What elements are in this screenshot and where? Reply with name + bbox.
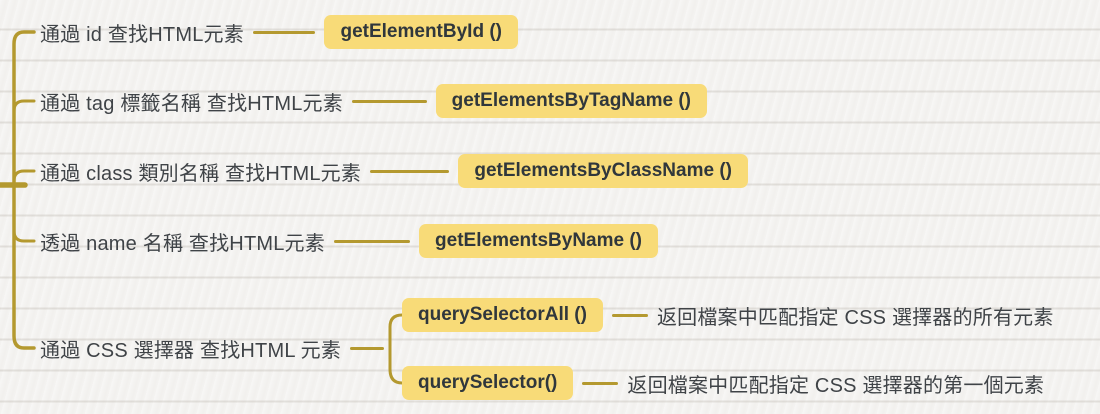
child-row-queryselector: querySelector() 返回檔案中匹配指定 CSS 選擇器的第一個元素 xyxy=(402,366,1044,400)
method-description: 返回檔案中匹配指定 CSS 選擇器的所有元素 xyxy=(656,306,1054,329)
child-row-queryselectorall: querySelectorAll () 返回檔案中匹配指定 CSS 選擇器的所有… xyxy=(402,298,1054,332)
method-node-getelementsbyclassname[interactable]: getElementsByClassName () xyxy=(458,154,748,188)
branch-row-name: 透過 name 名稱 查找HTML元素 getElementsByName () xyxy=(40,224,658,258)
method-description: 返回檔案中匹配指定 CSS 選擇器的第一個元素 xyxy=(627,374,1045,397)
branch-label-id[interactable]: 通過 id 查找HTML元素 xyxy=(40,23,244,46)
branch-label-tag[interactable]: 通過 tag 標籤名稱 查找HTML元素 xyxy=(40,92,343,115)
branch-connector-line xyxy=(351,99,427,103)
method-node-queryselector[interactable]: querySelector() xyxy=(402,366,574,400)
branch-label-css-selector[interactable]: 通過 CSS 選擇器 查找HTML 元素 xyxy=(40,339,342,362)
description-connector-line xyxy=(582,381,619,385)
css-children-bracket xyxy=(388,313,404,385)
branch-connector-line xyxy=(350,346,384,350)
branch-connector-line xyxy=(252,30,316,34)
method-node-getelementsbytagname[interactable]: getElementsByTagName () xyxy=(435,84,707,118)
branch-row-class: 通過 class 類別名稱 查找HTML元素 getElementsByClas… xyxy=(40,154,748,188)
branch-connector-line xyxy=(333,239,411,243)
description-connector-line xyxy=(611,313,648,317)
branch-elbow-tag xyxy=(12,99,36,113)
method-node-getelementbyid[interactable]: getElementById () xyxy=(324,15,518,49)
method-node-queryselectorall[interactable]: querySelectorAll () xyxy=(402,298,603,332)
branch-row-id: 通過 id 查找HTML元素 getElementById () xyxy=(40,15,518,49)
branch-label-class[interactable]: 通過 class 類別名稱 查找HTML元素 xyxy=(40,162,362,185)
branch-row-tag: 通過 tag 標籤名稱 查找HTML元素 getElementsByTagNam… xyxy=(40,84,707,118)
branch-connector-line xyxy=(370,169,450,173)
branch-row-css-selector: 通過 CSS 選擇器 查找HTML 元素 xyxy=(40,331,393,365)
spine-line xyxy=(12,30,36,350)
branch-elbow-name xyxy=(12,229,36,243)
branch-label-name[interactable]: 透過 name 名稱 查找HTML元素 xyxy=(40,232,325,255)
branch-elbow-class xyxy=(12,169,36,183)
method-node-getelementsbyname[interactable]: getElementsByName () xyxy=(419,224,658,258)
